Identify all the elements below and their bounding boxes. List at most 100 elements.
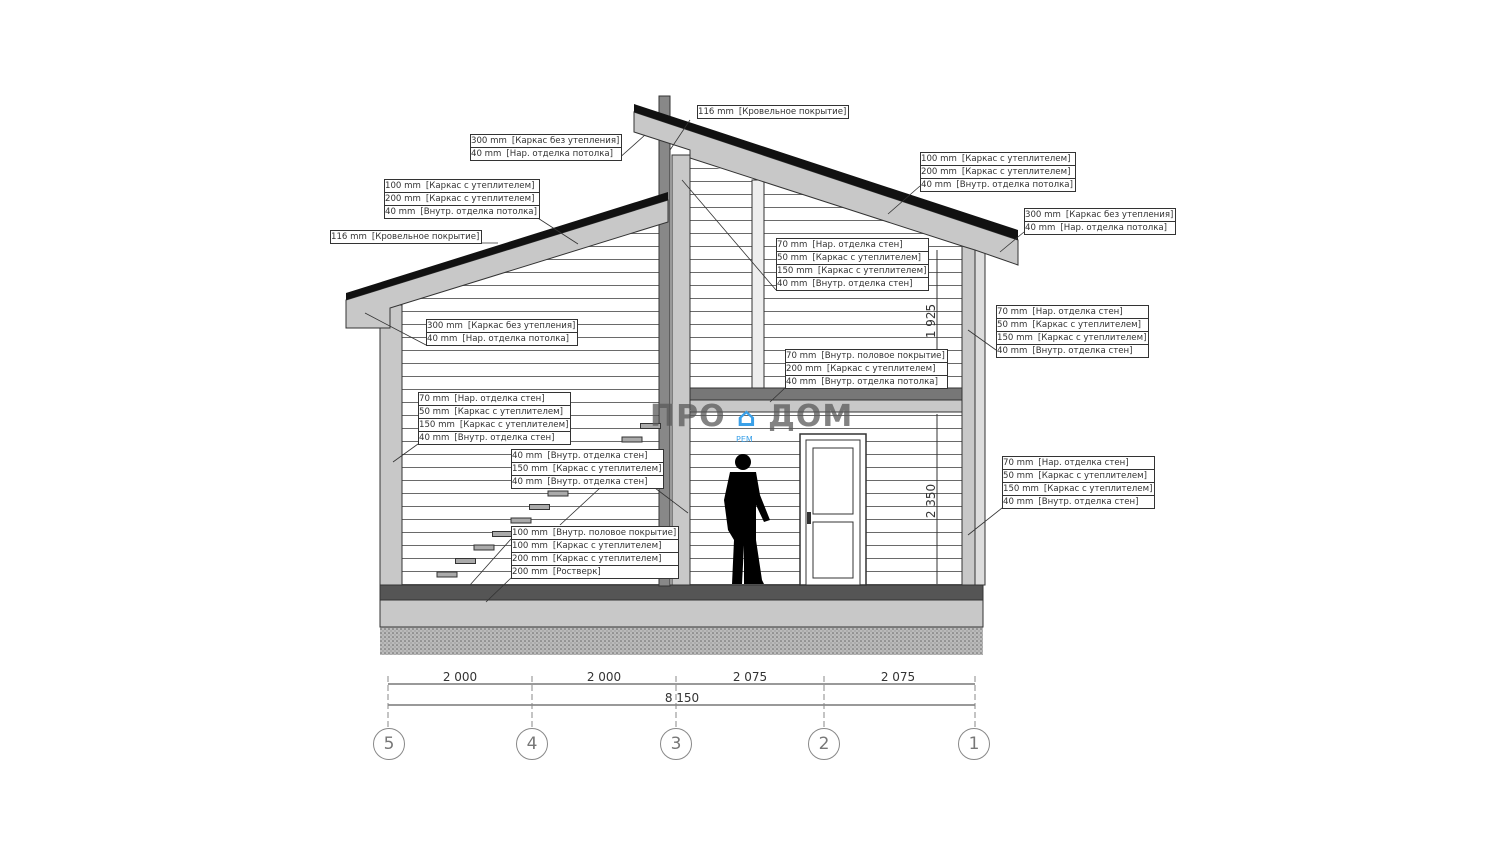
layer-description: [Каркас с утеплителем] [552,464,662,474]
label-row: 40 mm[Внутр. отделка потолка] [385,206,539,218]
label-row: 70 mm[Нар. отделка стен] [997,306,1149,319]
label-row: 40 mm[Внутр. отделка стен] [777,278,928,290]
label-wall-right-upper: 70 mm[Нар. отделка стен]50 mm[Каркас с у… [996,305,1150,358]
logo-text-right: ДОМ [768,399,854,434]
layer-description: [Внутр. отделка потолка] [420,207,537,217]
watermark-logo: ПРО ⌂ ДОМ РЕМ [650,399,854,446]
layer-description: [Каркас с утеплителем] [1043,484,1153,494]
label-row: 40 mm [Нар. отделка потолка] [471,148,621,160]
layer-description: [Каркас с утеплителем] [961,154,1071,164]
layer-description: [Нар. отделка стен] [454,394,545,404]
layer-description: [Внутр. отделка потолка] [821,377,938,387]
label-row: 150 mm [Каркас с утеплителем] [777,265,929,278]
label-row: 40 mm [Внутр. отделка стен] [419,432,570,444]
stair-step [473,544,495,551]
layer-description: [Каркас с утеплителем] [459,420,569,430]
layer-description: [Кровельное покрытие] [738,107,847,117]
layer-thickness: 116 mm [698,107,734,117]
label-row: 300 mm[Каркас без утепления] [471,135,622,148]
label-row: 150 mm[Каркас с утеплителем] [1003,483,1155,496]
label-row: 200 mm [Каркас с утеплителем] [385,193,539,206]
stair-step [640,423,661,429]
label-row: 70 mm[Внутр. половое покрытие] [786,350,947,363]
layer-thickness: 70 mm [419,394,450,404]
left-wall [379,304,403,586]
layer-thickness: 50 mm [777,253,808,263]
layer-description: [Внутр. отделка потолка] [956,180,1073,190]
layer-description: [Каркас с утеплителем] [425,194,535,204]
label-row: 40 mm[Внутр. отделка стен] [997,345,1148,357]
layer-description: [Нар. отделка потолка] [506,149,614,159]
house-icon: ⌂ [737,403,757,433]
layer-thickness: 40 mm [419,433,450,443]
label-row: 100 mm[Каркас с утеплителем] [385,180,539,193]
layer-description: [Внутр. отделка стен] [454,433,555,443]
layer-thickness: 200 mm [786,364,822,374]
layer-description: [Внутр. отделка стен] [1038,497,1139,507]
label-roof-overhang-left: 300 mm [Каркас без утепления] 40 mm[Нар. о… [426,319,579,346]
layer-thickness: 150 mm [777,266,813,276]
right-roof-covering [634,104,1018,240]
upper-partition [751,179,765,389]
layer-description: [Каркас с утеплителем] [552,541,662,551]
label-row: 100 mm[Каркас с утеплителем] [921,153,1075,166]
layer-description: [Каркас с утеплителем] [1037,333,1147,343]
label-interfloor-slab: 70 mm[Внутр. половое покрытие]200 mm[Кар… [785,349,948,389]
leader-lines [364,119,1025,603]
label-row: 116 mm [Кровельное покрытие] [698,106,848,118]
span-dim-3-2: 2 075 [732,670,768,684]
label-row: 50 mm[Каркас с утеплителем] [1003,470,1155,483]
stair-step [529,504,550,510]
layer-description: [Каркас с утеплителем] [454,407,563,417]
right-roof-structure [633,111,1019,266]
layer-thickness: 70 mm [786,351,817,361]
label-row: 40 mm [Внутр. отделка стен] [512,450,664,463]
layer-thickness: 150 mm [997,333,1033,343]
layer-thickness: 200 mm [385,194,421,204]
label-row: 40 mm[Внутр. отделка стен] [1003,496,1154,508]
label-ground-floor: 100 mm[Внутр. половое покрытие]100 mm[Ка… [511,526,680,579]
layer-thickness: 70 mm [997,307,1028,317]
axis-marker-1: 1 [958,728,990,760]
layer-thickness: 100 mm [512,541,548,551]
interfloor-ceiling [689,399,963,413]
label-row: 100 mm [Каркас с утеплителем] [512,540,679,553]
logo-text-left: ПРО [650,399,726,434]
axis-marker-3: 3 [660,728,692,760]
layer-description: [Каркас с утеплителем] [425,181,535,191]
layer-description: [Каркас без утепления] [1065,210,1174,220]
layer-thickness: 70 mm [777,240,808,250]
stair-step [510,517,532,524]
layer-thickness: 40 mm [471,149,502,159]
layer-description: [Внутр. отделка стен] [547,451,648,461]
central-wall [671,154,691,586]
stair-step [455,558,476,564]
stair-step [621,436,643,443]
layer-description: [Нар. отделка стен] [812,240,903,250]
label-row: 200 mm[Каркас с утеплителем] [921,166,1075,179]
layer-thickness: 40 mm [786,377,817,387]
label-row: 40 mm[Внутр. отделка потолка] [921,179,1075,191]
layer-description: [Нар. отделка стен] [1038,458,1129,468]
foundation [379,599,984,628]
floor-slab [379,584,984,601]
axis-marker-5: 5 [373,728,405,760]
stair-step [436,571,458,578]
layer-description: [Каркас без утепления] [467,321,576,331]
span-dim-2-1: 2 075 [880,670,916,684]
layer-thickness: 300 mm [427,321,463,331]
axis-marker-2: 2 [808,728,840,760]
layer-thickness: 50 mm [1003,471,1034,481]
ground [380,627,983,655]
door [799,433,867,586]
layer-description: [Ростверк] [552,567,601,577]
label-roof-covering-left: 116 mm[Кровельное покрытие] [330,230,483,244]
layer-thickness: 40 mm [512,451,543,461]
label-row: 40 mm[Нар. отделка потолка] [427,333,577,345]
right-wall [961,234,976,586]
right-wall-cladding [974,249,986,586]
layer-thickness: 40 mm [512,477,543,487]
layer-description: [Каркас с утеплителем] [817,266,927,276]
